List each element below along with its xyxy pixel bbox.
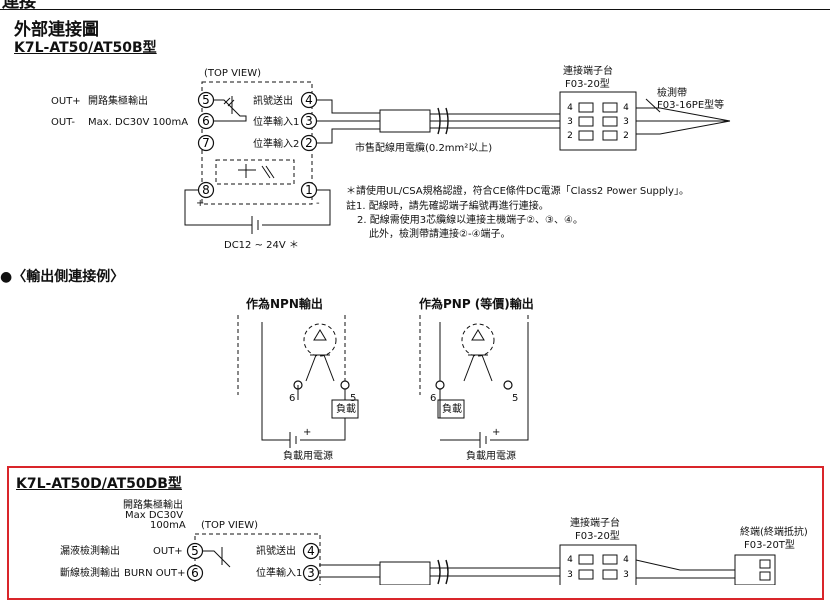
terminal-block-model: F03-20型	[565, 79, 610, 90]
npn-plus: +	[303, 427, 312, 438]
pin-4: 4	[300, 91, 318, 109]
pnp-plus: +	[492, 427, 501, 438]
pin-3: 3	[300, 112, 318, 130]
level-input2-label: 位準輸入2	[253, 139, 300, 150]
burn-out-plus: BURN OUT+	[124, 568, 186, 579]
note-star: ＊請使用UL/CSA規格認證，符合CE條件DC電源「Class2 Power S…	[346, 186, 689, 197]
svg-text:2: 2	[567, 131, 573, 141]
end-resistor-model: F03-20T型	[744, 540, 795, 551]
signal-send-label: 訊號送出	[253, 96, 293, 107]
top-view-label: (TOP VIEW)	[204, 68, 261, 79]
photocoupler-symbol	[214, 96, 295, 185]
bottom-terminal-block: 連接端子台	[570, 518, 620, 529]
bottom-level-input1: 位準輸入1	[256, 568, 303, 579]
leak-output-label: 漏液檢測輸出	[60, 546, 120, 557]
svg-text:3: 3	[307, 566, 315, 580]
svg-text:2: 2	[623, 131, 629, 141]
svg-text:4: 4	[623, 555, 629, 565]
svg-text:7: 7	[202, 136, 210, 150]
diagram-title: 外部連接圖	[14, 20, 99, 40]
out-plus-label: OUT+	[51, 96, 81, 107]
svg-text:4: 4	[567, 103, 573, 113]
pin-6: 6	[197, 112, 215, 130]
belt-model: F03-16PE型等	[657, 100, 725, 111]
svg-text:4: 4	[623, 103, 629, 113]
bottom-pin-4: 4	[302, 542, 320, 560]
bottom-top-view: (TOP VIEW)	[201, 520, 258, 531]
minus-sign: -	[316, 198, 320, 209]
svg-text:5: 5	[191, 544, 199, 558]
cable-bundle	[317, 99, 560, 144]
bottom-pin-6: 6	[186, 564, 204, 582]
section-header-partial: 連接	[2, 0, 36, 12]
pnp-load: 負載	[442, 404, 462, 415]
bottom-out-plus: OUT+	[153, 546, 183, 557]
pin-7: 7	[197, 134, 215, 152]
oc-output-line3: 100mA	[150, 520, 186, 531]
level-input1-label: 位準輸入1	[253, 117, 300, 128]
pnp-example	[419, 315, 529, 448]
bottom-signal-send: 訊號送出	[256, 546, 296, 557]
terminal-block-label: 連接端子台	[563, 66, 613, 77]
npn-supply: 負載用電源	[283, 451, 333, 462]
cable-label: 市售配線用電纜(0.2mm²以上)	[355, 143, 493, 154]
pnp-supply: 負載用電源	[466, 451, 516, 462]
svg-text:4: 4	[305, 93, 313, 107]
belt-label: 檢測帶	[657, 88, 687, 99]
npn-pin6: 6	[289, 393, 296, 404]
plus-sign: +	[196, 198, 205, 209]
svg-text:6: 6	[202, 114, 210, 128]
end-resistor-label: 終端(終端抵抗)	[740, 527, 808, 538]
burn-output-label: 斷線檢測輸出	[60, 568, 120, 579]
bottom-model-title: K7L-AT50D/AT50DB型	[16, 476, 182, 492]
power-supply-label: DC12 ~ 24V ＊	[224, 240, 299, 251]
svg-text:4: 4	[307, 544, 315, 558]
header-rule	[0, 9, 830, 10]
pnp-pin5: 5	[512, 393, 519, 404]
power-wiring	[184, 189, 331, 234]
terminal-block: 4 3 2 4 3 2	[559, 91, 637, 151]
npn-load: 負載	[336, 404, 356, 415]
detection-belt	[636, 98, 731, 135]
pnp-title: 作為PNP (等價)輸出	[419, 297, 534, 311]
pin-8: 8	[197, 181, 215, 199]
pnp-pin6: 6	[430, 393, 437, 404]
svg-text:3: 3	[623, 570, 629, 580]
svg-text:6: 6	[191, 566, 199, 580]
npn-pin5: 5	[350, 393, 357, 404]
svg-text:3: 3	[305, 114, 313, 128]
pin-2: 2	[300, 134, 318, 152]
svg-text:1: 1	[305, 183, 313, 197]
output-section-heading: ●〈輸出側連接例〉	[0, 269, 125, 285]
out-plus-desc: 開路集極輸出	[88, 96, 148, 107]
svg-text:2: 2	[305, 136, 313, 150]
bottom-pin-3: 3	[302, 564, 320, 582]
npn-example	[237, 315, 359, 448]
npn-title: 作為NPN輸出	[246, 297, 323, 311]
note-2: 2. 配線需使用3芯纜線以連接主機端子②、③、④。	[357, 215, 583, 226]
out-minus-desc: Max. DC30V 100mA	[88, 117, 189, 128]
model-title: K7L-AT50/AT50B型	[14, 40, 157, 56]
wiring-diagram-svg: 5 6 7 8 4 3 2 1 4 3 2 4 3 2	[184, 81, 776, 585]
svg-text:5: 5	[202, 93, 210, 107]
svg-text:4: 4	[567, 555, 573, 565]
svg-text:3: 3	[567, 570, 573, 580]
svg-text:3: 3	[567, 117, 573, 127]
bottom-unit: 5 6 4 3 4 3 4 3	[186, 533, 776, 585]
bottom-terminal-model: F03-20型	[575, 531, 620, 542]
svg-text:8: 8	[202, 183, 210, 197]
pin-5: 5	[197, 91, 215, 109]
out-minus-label: OUT-	[51, 117, 75, 128]
oc-output-line1: 開路集極輸出	[123, 500, 183, 511]
svg-text:3: 3	[623, 117, 629, 127]
pin-1: 1	[300, 181, 318, 199]
oc-output-line2: Max DC30V	[125, 510, 184, 521]
note-1: 註1. 配線時，請先確認端子編號再進行連接。	[346, 201, 549, 212]
bottom-pin-5: 5	[186, 542, 204, 560]
note-3: 此外，檢測帶請連接②-④端子。	[369, 229, 511, 240]
